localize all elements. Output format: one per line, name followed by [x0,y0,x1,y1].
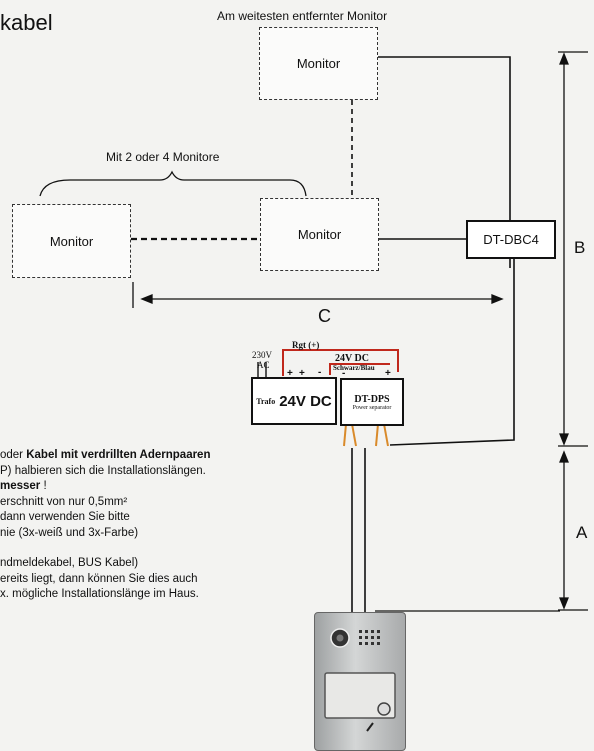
speaker-grille-icon [359,630,380,645]
note-line-4: erschnitt von nur 0,5mm² [0,495,128,508]
monitor-left: Monitor [12,204,131,278]
rgt-label: Rgt (+) [292,340,320,350]
trafo-big-label: 24V DC [279,392,332,410]
trafo-plus-2: + [299,368,305,379]
note-line-7: ndmeldekabel, BUS Kabel) [0,557,139,569]
top-monitor-caption: Am weitesten entfernter Monitor [217,9,388,23]
monitor-farthest: Monitor [259,27,378,100]
trafo-plus-1: + [287,368,293,379]
note-line-8: ereits liegt, dann können Sie dies auch [0,572,198,585]
note-line-3-rest: ! [40,480,47,492]
ac-label-line1: 230V [252,350,272,360]
page-title: kabel [0,10,53,35]
controller-label: DT-DBC4 [483,232,539,247]
note-line-3-bold: messer [0,480,41,492]
dimension-b [558,51,588,447]
ac-label: 230V AC [252,350,272,370]
power-separator-dt-dps: DT-DPS Power separator [340,378,404,426]
dc-label: 24V DC [335,353,369,364]
controller-dt-dbc4: DT-DBC4 [466,220,556,259]
dps-plus: + [385,368,391,379]
dimension-label-a: A [576,523,588,542]
dimension-c [132,282,504,308]
bus-wiring [131,56,515,620]
monitor-middle: Monitor [260,198,379,271]
trafo-small-label: Trafo [256,396,276,406]
door-station-panel [324,628,396,732]
note-line-1: oder Kabel mit verdrillten Adernpaaren [0,448,210,464]
monitor-label: Monitor [297,227,342,242]
trafo-minus: - [318,367,322,378]
note-spacer [0,541,210,556]
dps-minus: - [342,368,346,379]
name-plate [324,672,396,719]
monitor-label: Monitor [49,233,94,249]
dps-title: DT-DPS [354,393,390,405]
note-line-6: nie (3x-weiß und 3x-Farbe) [0,526,139,539]
note-line-9: x. mögliche Installationslänge im Haus. [0,588,199,600]
note-line-1-bold: Kabel mit verdrillten Adernpaaren [26,449,211,461]
door-station [314,612,406,751]
power-wiring [257,349,399,447]
note-line-2: P) halbieren sich die Installationslänge… [0,464,206,477]
note-line-5: dann verwenden Sie bitte [0,511,130,523]
monitor-label: Monitor [296,56,341,71]
note-line-1-prefix: oder [0,449,27,461]
dimension-label-c: C [318,306,331,326]
dps-subtitle: Power separator [352,404,392,411]
cable-notes: oder Kabel mit verdrillten Adernpaaren P… [0,448,210,603]
group-brace [39,170,307,197]
group-caption: Mit 2 oder 4 Monitore [106,150,220,164]
dimension-label-b: B [574,238,586,257]
call-button-icon [377,702,391,716]
transformer: Trafo 24V DC [251,377,337,425]
note-line-3: messer ! [0,479,210,495]
dimension-a [375,450,588,612]
wire-color-label: Schwarz/Blau [333,364,375,372]
ac-label-line2: AC [257,360,270,370]
